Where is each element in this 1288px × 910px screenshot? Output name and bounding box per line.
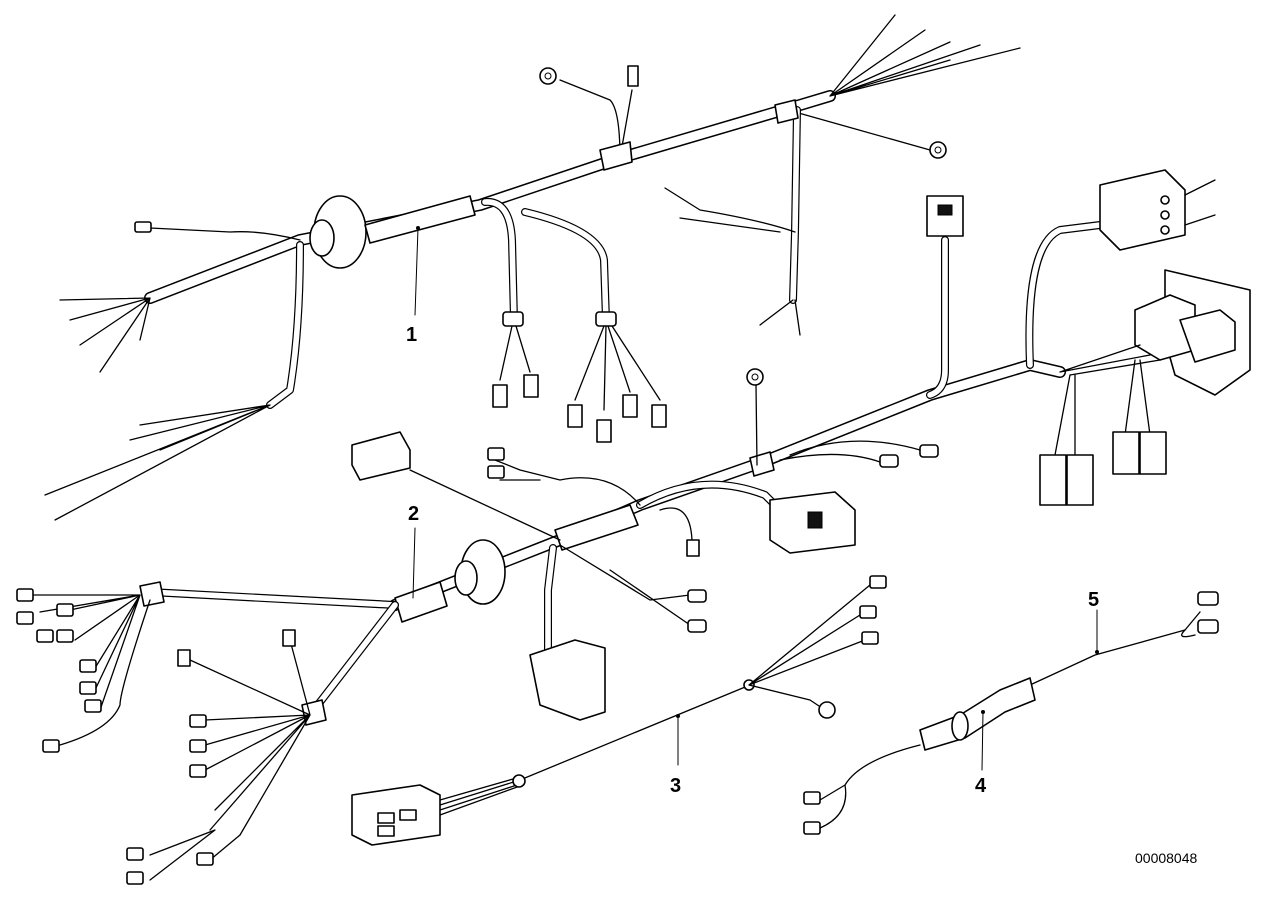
callout-1: 1 [406, 324, 417, 346]
connector [351, 431, 411, 481]
grounding-block [529, 639, 606, 721]
connector [1039, 454, 1067, 506]
relay-socket [1099, 169, 1186, 251]
harness-3 [351, 575, 887, 846]
connector [926, 195, 964, 237]
callout-3: 3 [670, 775, 681, 797]
fuse-holder [919, 677, 1036, 751]
callout-2: 2 [408, 503, 419, 525]
callout-5: 5 [1088, 589, 1099, 611]
harness-1 [44, 14, 1021, 521]
callout-4: 4 [975, 775, 987, 797]
harness-2 [16, 169, 1251, 885]
diagram-reference-code: 00008048 [1135, 850, 1198, 866]
connector [351, 784, 441, 846]
fuse-holder-lead [803, 591, 1219, 835]
